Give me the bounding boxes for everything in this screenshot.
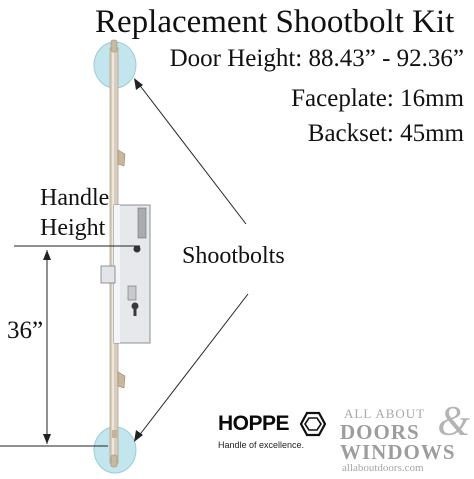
height-measurement: 36” xyxy=(7,317,44,344)
brand-tagline: Handle of excellence. xyxy=(218,440,305,450)
handle-height-label-line2: Height xyxy=(40,215,106,241)
spindle-hole xyxy=(133,245,141,253)
watermark-line1: ALL ABOUT xyxy=(344,406,426,421)
watermark-ampersand: & xyxy=(437,399,470,445)
handle-height-label-line1: Handle xyxy=(40,185,110,211)
brand-name: HOPPE xyxy=(218,412,290,435)
shootbolt-arrow-bottom xyxy=(137,293,249,438)
watermark-line3: WINDOWS xyxy=(340,440,456,464)
shootbolts-label: Shootbolts xyxy=(182,243,285,269)
shootbolt-arrow-top xyxy=(137,82,247,225)
spec-faceplate: Faceplate: 16mm xyxy=(291,85,464,112)
watermark-line2: DOORS xyxy=(340,420,420,444)
latch-nub xyxy=(127,285,137,301)
gearbox xyxy=(100,204,151,344)
page-title: Replacement Shootbolt Kit xyxy=(95,4,455,40)
cylinder-cutout xyxy=(131,302,139,316)
spec-door-height: Door Height: 88.43” - 92.36” xyxy=(169,45,464,72)
hoppe-logo-icon xyxy=(300,411,326,437)
spec-backset: Backset: 45mm xyxy=(307,120,464,147)
height-arrow-top xyxy=(43,250,51,260)
watermark-url: allaboutdoors.com xyxy=(342,462,424,474)
hoppe-brand: HOPPE Handle of excellence. xyxy=(218,405,338,467)
watermark: ALL ABOUT & DOORS WINDOWS allaboutdoors.… xyxy=(338,401,472,475)
height-arrow-bottom xyxy=(43,434,51,444)
